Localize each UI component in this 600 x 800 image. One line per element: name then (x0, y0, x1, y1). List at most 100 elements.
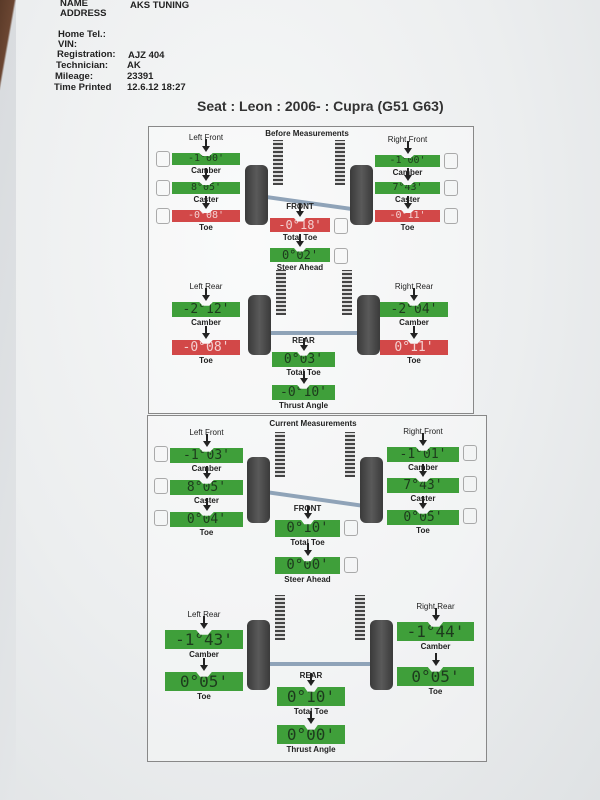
current-rf-toe-icon (463, 508, 477, 524)
before-left-rear-camber-label: Camber (191, 318, 221, 327)
before-thrust-angle-arrow-icon (299, 371, 308, 384)
before-right-front-camber-gauge: -1°00' (375, 155, 440, 167)
current-front-left-wheel (247, 457, 270, 523)
before-thrust-angle-label: Thrust Angle (278, 401, 329, 410)
before-front-left-wheel (245, 165, 268, 225)
before-rear-right-strut (342, 270, 352, 315)
current-left-rear-toe-label: Toe (197, 692, 211, 701)
before-left-front-toe-label: Toe (199, 223, 213, 232)
current-right-rear-toe-arrow-icon (431, 653, 440, 666)
mileage-value: 23391 (127, 71, 154, 82)
before-steer-ahead-arrow-icon (296, 234, 304, 247)
before-caster-icon (156, 180, 170, 196)
name-label: NAME (60, 0, 88, 9)
current-left-rear-camber-gauge: -1°43' (165, 630, 243, 649)
address-label: ADDRESS (60, 8, 107, 19)
current-rf-caster-icon (463, 476, 477, 492)
before-left-front-toe-gauge: -0°08' (172, 210, 240, 222)
home-tel-label: Home Tel.: (58, 29, 106, 40)
before-right-front-camber-arrow-icon (403, 141, 412, 154)
before-front-right-strut (335, 140, 345, 185)
vin-label: VIN: (58, 39, 77, 50)
before-rear-right-wheel (357, 295, 380, 355)
current-left-front-toe-gauge: 0°04' (170, 512, 243, 527)
before-right-rear-toe-arrow-icon (410, 326, 418, 339)
current-steer-ahead-arrow-icon (303, 543, 312, 556)
before-left-front-caster-arrow-icon (202, 168, 210, 181)
before-right-front-toe-arrow-icon (403, 196, 412, 209)
before-right-rear-toe-label: Toe (407, 356, 421, 365)
before-thrust-angle-gauge: -0°10' (272, 385, 335, 400)
before-right-front-label: Right Front (387, 135, 428, 144)
current-right-front-caster-gauge: 7°43' (387, 478, 459, 493)
before-left-front-camber-gauge: -1°00' (172, 153, 240, 165)
before-left-rear-label: Left Rear (189, 282, 223, 291)
before-rear-total-toe-gauge: 0°03' (272, 352, 335, 367)
current-front-left-strut (275, 432, 285, 477)
current-camber-icon (154, 446, 168, 462)
current-thrust-angle-gauge: 0°00' (277, 725, 345, 744)
before-right-rear-label: Right Rear (394, 282, 434, 291)
current-toe-icon (154, 510, 168, 526)
registration-value: AJZ 404 (128, 50, 165, 61)
technician-value: AK (127, 60, 141, 71)
before-left-rear-camber-gauge: -2°12' (172, 302, 240, 317)
current-total-toe-icon (344, 520, 358, 536)
before-rear-left-wheel (248, 295, 271, 355)
current-rear-left-wheel (247, 620, 270, 690)
current-rear-right-strut (355, 595, 365, 640)
current-left-front-camber-gauge: -1°03' (170, 448, 243, 463)
before-right-rear-camber-gauge: -2°04' (380, 302, 448, 317)
current-right-front-caster-arrow-icon (419, 464, 427, 477)
before-right-front-toe-gauge: -0°11' (375, 210, 440, 222)
current-rf-camber-icon (463, 445, 477, 461)
current-left-rear-camber-arrow-icon (200, 616, 208, 629)
current-left-rear-label: Left Rear (187, 610, 221, 619)
mileage-label: Mileage: (55, 71, 94, 82)
current-left-rear-toe-arrow-icon (200, 658, 208, 671)
before-left-rear-toe-label: Toe (199, 356, 213, 365)
current-left-front-caster-arrow-icon (202, 466, 211, 479)
current-left-front-toe-arrow-icon (202, 498, 211, 511)
current-right-front-label: Right Front (403, 427, 443, 436)
current-title: Current Measurements (269, 419, 357, 428)
registration-label: Registration: (57, 49, 116, 60)
before-rear-axle (271, 331, 357, 335)
before-left-front-label: Left Front (188, 133, 224, 142)
current-rear-total-toe-gauge: 0°10' (277, 687, 345, 706)
current-rear-right-wheel (370, 620, 393, 690)
current-caster-icon (154, 478, 168, 494)
current-right-rear-camber-gauge: -1°44' (397, 622, 474, 641)
before-left-rear-toe-gauge: -0°08' (172, 340, 240, 355)
current-thrust-angle-label: Thrust Angle (286, 745, 336, 754)
current-front-total-toe-arrow-icon (303, 506, 312, 519)
before-rear-total-toe-arrow-icon (299, 338, 308, 351)
current-right-front-toe-label: Toe (416, 526, 430, 535)
before-left-rear-toe-arrow-icon (202, 326, 210, 339)
current-left-front-label: Left Front (189, 428, 224, 437)
before-camber-icon (156, 151, 170, 167)
before-total-toe-icon (334, 218, 348, 234)
current-rear-left-strut (275, 595, 285, 640)
time-printed-value: 12.6.12 18:27 (127, 82, 186, 93)
before-right-rear-camber-label: Camber (399, 318, 429, 327)
before-rf-caster-icon (444, 180, 458, 196)
current-steer-ahead-gauge: 0°00' (275, 557, 340, 574)
current-steer-icon (344, 557, 358, 573)
before-front-left-strut (273, 140, 283, 185)
before-left-rear-camber-arrow-icon (202, 288, 210, 301)
current-right-rear-toe-label: Toe (428, 687, 443, 696)
current-left-front-camber-arrow-icon (202, 434, 211, 447)
before-right-front-caster-arrow-icon (403, 168, 412, 181)
current-thrust-angle-arrow-icon (307, 711, 315, 724)
technician-label: Technician: (56, 60, 109, 71)
current-right-front-camber-gauge: -1°01' (387, 447, 459, 462)
before-front-total-toe-arrow-icon (296, 204, 304, 217)
current-front-right-strut (345, 432, 355, 477)
before-right-front-caster-gauge: 7°43' (375, 182, 440, 194)
before-front-total-toe-gauge: -0°18' (270, 218, 330, 232)
current-right-rear-toe-gauge: 0°05' (397, 667, 474, 686)
current-right-rear-camber-label: Camber (420, 642, 451, 651)
before-steer-ahead-label: Steer Ahead (276, 263, 324, 272)
current-front-total-toe-label: Total Toe (290, 538, 325, 547)
